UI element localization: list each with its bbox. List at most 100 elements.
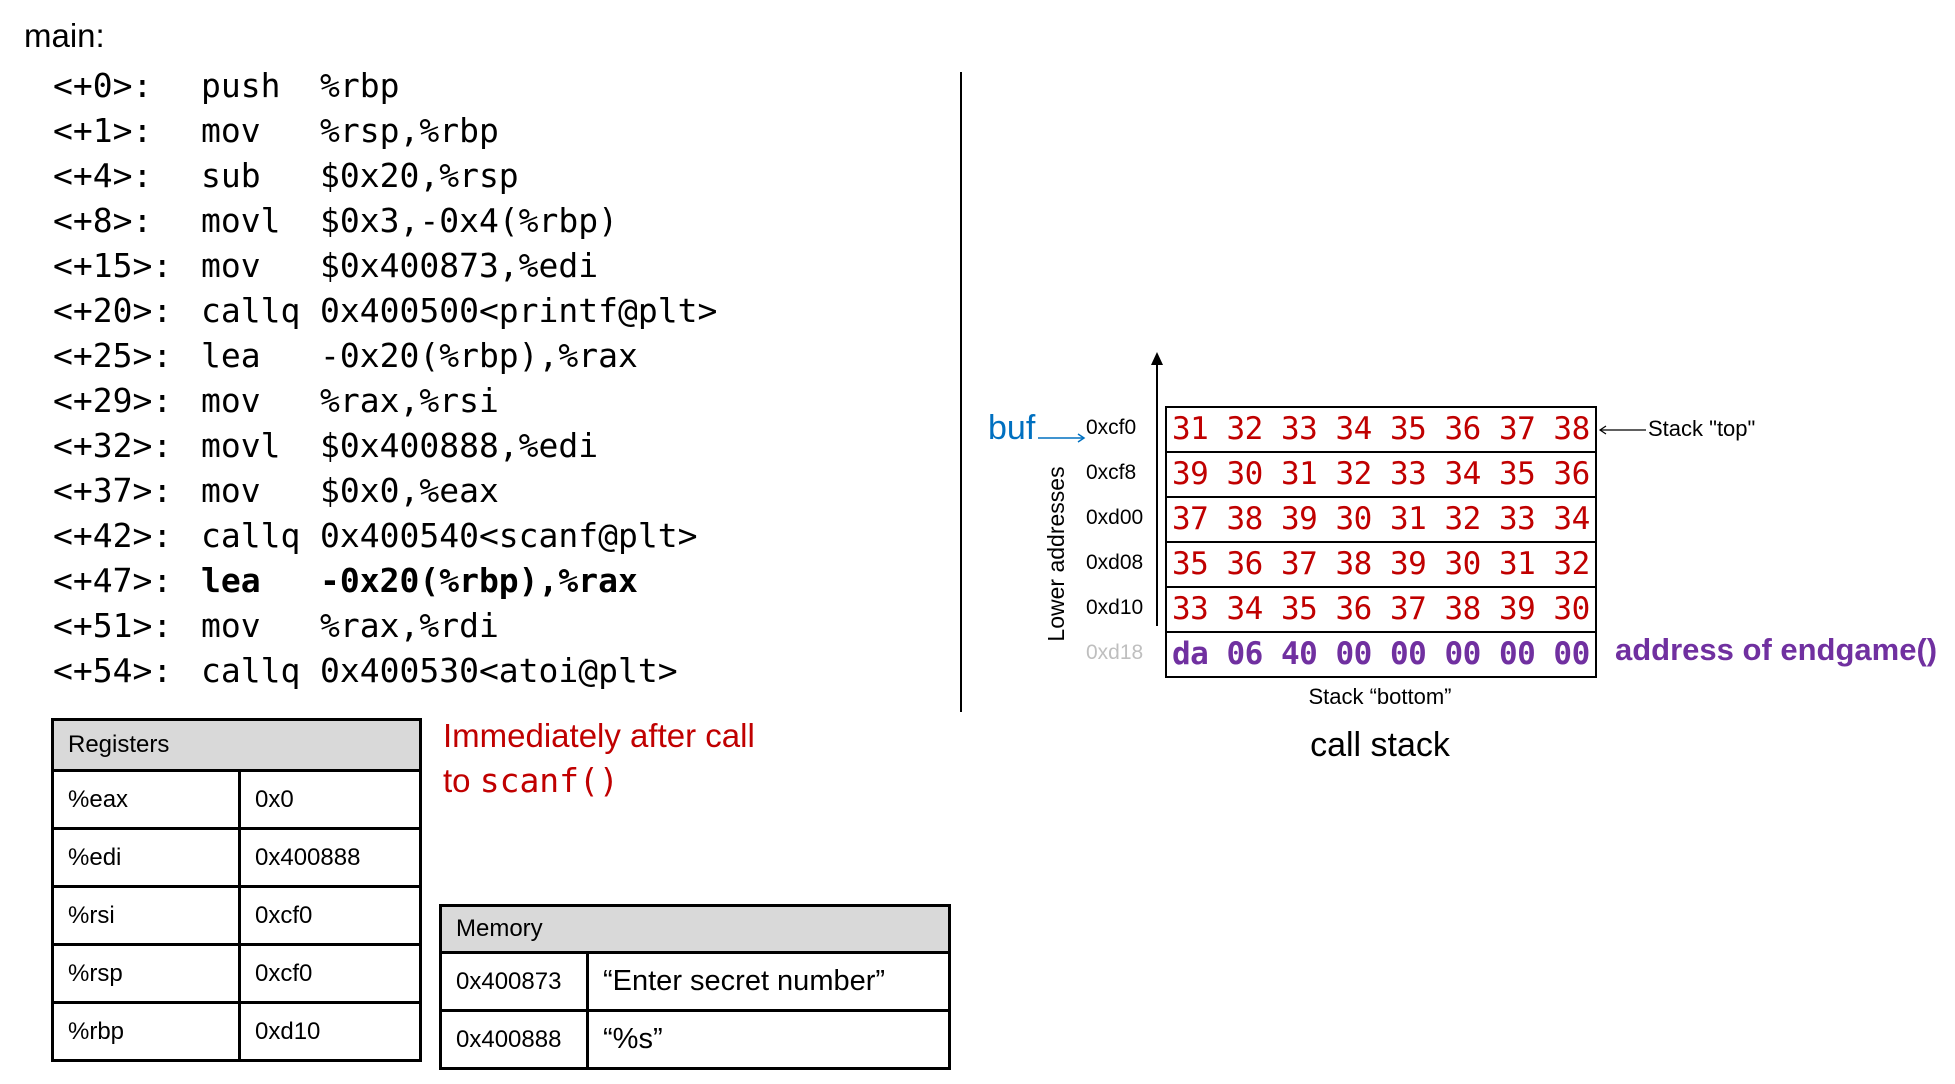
code-line: <+4>: sub $0x20,%rsp	[53, 153, 717, 198]
stack-row: 31 32 33 34 35 36 37 38	[1165, 406, 1597, 451]
instruction-offset: <+29>:	[53, 381, 173, 420]
memory-header: Memory	[439, 904, 951, 954]
instruction-mnemonic: callq	[201, 516, 301, 555]
instruction-operands: %rax,%rdi	[320, 606, 499, 645]
stack-address: 0xcf8	[1086, 461, 1137, 484]
stack-address: 0xd08	[1086, 551, 1144, 574]
instruction-mnemonic: mov	[201, 111, 261, 150]
instruction-operands: $0x400888,%edi	[320, 426, 599, 465]
annotation-prefix: to	[443, 762, 480, 799]
memory-value: “Enter secret number”	[586, 951, 951, 1012]
instruction-mnemonic: mov	[201, 606, 261, 645]
annotation-line-2: to scanf()	[443, 758, 863, 803]
instruction-operands: $0x0,%eax	[320, 471, 499, 510]
code-line: <+0>: push%rbp	[53, 63, 717, 108]
register-name: %rsp	[51, 943, 241, 1004]
instruction-offset: <+47>:	[53, 561, 173, 600]
stack-row: 35 36 37 38 39 30 31 32	[1165, 541, 1597, 586]
code-line: <+51>: mov %rax,%rdi	[53, 603, 717, 648]
instruction-offset: <+8>:	[53, 201, 173, 240]
stack-memory-grid: 31 32 33 34 35 36 37 38 39 30 31 32 33 3…	[1165, 406, 1597, 678]
instruction-mnemonic: mov	[201, 381, 261, 420]
instruction-offset: <+54>:	[53, 651, 173, 690]
memory-value: “%s”	[586, 1009, 951, 1070]
arrow-left-icon	[1598, 425, 1646, 435]
state-annotation: Immediately after call to scanf()	[443, 713, 863, 803]
register-name: %edi	[51, 827, 241, 888]
register-name: %eax	[51, 769, 241, 830]
annotation-function-name: scanf()	[479, 761, 619, 800]
code-line: <+37>:mov$0x0,%eax	[53, 468, 717, 513]
instruction-operands: %rbp	[320, 66, 400, 105]
register-value: 0xd10	[238, 1001, 422, 1062]
register-value: 0xcf0	[238, 943, 422, 1004]
code-line: <+32>: movl $0x400888,%edi	[53, 423, 717, 468]
diagram-title: call stack	[1310, 726, 1450, 764]
registers-header: Registers	[51, 718, 422, 772]
code-line: <+25>: lea -0x20(%rbp),%rax	[53, 333, 717, 378]
stack-row: 39 30 31 32 33 34 35 36	[1165, 451, 1597, 496]
instruction-mnemonic: push	[201, 66, 281, 105]
instruction-operands: 0x400530<atoi@plt>	[320, 651, 678, 690]
buf-pointer-label: buf	[988, 409, 1036, 447]
instruction-offset: <+1>:	[53, 111, 173, 150]
instruction-operands: %rax,%rsi	[320, 381, 499, 420]
instruction-operands: $0x3,-0x4(%rbp)	[320, 201, 619, 240]
stack-row: 33 34 35 36 37 38 39 30	[1165, 586, 1597, 631]
instruction-offset: <+25>:	[53, 336, 173, 375]
register-name: %rsi	[51, 885, 241, 946]
instruction-mnemonic: movl	[201, 201, 281, 240]
instruction-mnemonic: sub	[201, 156, 261, 195]
instruction-operands: -0x20(%rbp),%rax	[320, 336, 638, 375]
code-line: <+29>: mov %rax,%rsi	[53, 378, 717, 423]
stack-address: 0xd00	[1086, 506, 1144, 529]
instruction-offset: <+20>:	[53, 291, 173, 330]
register-value: 0xcf0	[238, 885, 422, 946]
instruction-operands: $0x400873,%edi	[320, 246, 599, 285]
arrow-right-icon	[1038, 433, 1086, 443]
address-direction-axis	[1156, 362, 1158, 626]
instruction-offset: <+51>:	[53, 606, 173, 645]
register-name: %rbp	[51, 1001, 241, 1062]
instruction-mnemonic: lea	[201, 336, 261, 375]
instruction-operands: -0x20(%rbp),%rax	[320, 561, 638, 600]
instruction-operands: 0x400500<printf@plt>	[320, 291, 718, 330]
code-line-highlighted: <+47>:lea-0x20(%rbp),%rax	[53, 558, 717, 603]
instruction-operands: 0x400540<scanf@plt>	[320, 516, 698, 555]
table-row: 0x400873“Enter secret number”	[439, 951, 951, 1012]
instruction-mnemonic: mov	[201, 246, 261, 285]
memory-table: Memory 0x400873“Enter secret number” 0x4…	[439, 904, 951, 1070]
instruction-offset: <+15>:	[53, 246, 173, 285]
return-address-label: address of endgame()	[1615, 632, 1938, 667]
stack-address: 0xd10	[1086, 596, 1144, 619]
function-label: main:	[24, 17, 105, 54]
instruction-offset: <+4>:	[53, 156, 173, 195]
instruction-operands: %rsp,%rbp	[320, 111, 499, 150]
table-row: 0x400888“%s”	[439, 1009, 951, 1070]
code-line: <+15>: mov $0x400873,%edi	[53, 243, 717, 288]
instruction-mnemonic: movl	[201, 426, 281, 465]
code-line: <+1>: mov %rsp,%rbp	[53, 108, 717, 153]
disassembly-listing: <+0>: push%rbp <+1>: mov%rsp,%rbp <+4>: …	[53, 63, 717, 693]
instruction-mnemonic: callq	[201, 651, 301, 690]
annotation-line-1: Immediately after call	[443, 717, 755, 754]
arrow-up-icon	[1151, 352, 1163, 365]
instruction-mnemonic: callq	[201, 291, 301, 330]
stack-row: 37 38 39 30 31 32 33 34	[1165, 496, 1597, 541]
vertical-divider	[960, 72, 962, 712]
stack-address: 0xcf0	[1086, 416, 1137, 439]
axis-label: Lower addresses	[1043, 466, 1069, 642]
instruction-offset: <+32>:	[53, 426, 173, 465]
stack-row-return-address: da 06 40 00 00 00 00 00	[1165, 631, 1597, 678]
code-line: <+54>: callq 0x400530<atoi@plt>	[53, 648, 717, 693]
code-line: <+8>: movl $0x3,-0x4(%rbp)	[53, 198, 717, 243]
register-value: 0x400888	[238, 827, 422, 888]
instruction-operands: $0x20,%rsp	[320, 156, 519, 195]
